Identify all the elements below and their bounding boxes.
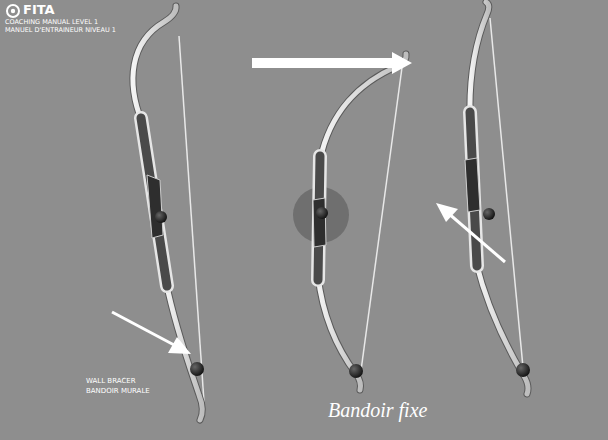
caption-label: Bandoir fixe bbox=[328, 399, 427, 421]
braced-bow bbox=[436, 2, 530, 394]
part-label: BANDOIR MURALE bbox=[86, 388, 150, 396]
header-note: COACHING MANUAL LEVEL 1 bbox=[5, 19, 98, 26]
header-note: MANUEL D'ENTRAINEUR NIVEAU 1 bbox=[5, 27, 116, 34]
part-label: WALL BRACER bbox=[86, 378, 136, 386]
fita-logo bbox=[7, 5, 19, 17]
logo-text: FITA bbox=[23, 3, 55, 17]
unstrung-bow bbox=[112, 6, 204, 420]
bending-bow bbox=[252, 52, 412, 390]
